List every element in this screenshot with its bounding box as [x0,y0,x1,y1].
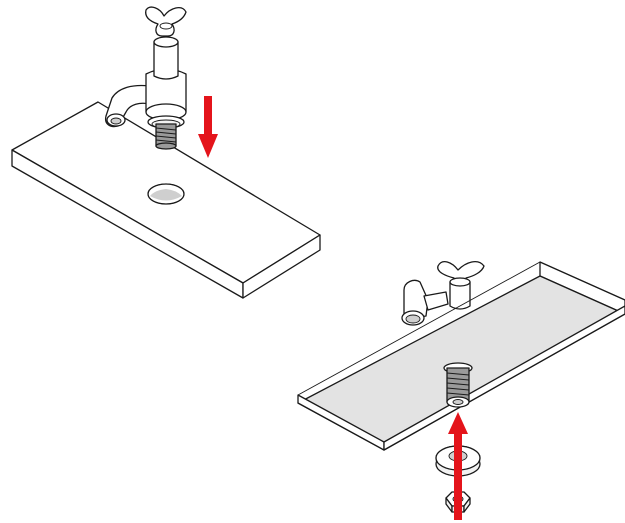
worktop-top-view [11,101,321,299]
tap-icon [104,6,187,150]
tap-top-visible [401,260,485,326]
arrow-up-icon [448,412,468,520]
step-1-top-view [11,6,321,299]
step-2-underside-view [297,260,625,520]
worktop-side-edge [242,234,321,299]
arrow-down-icon [198,96,218,158]
worktop-right-edge [383,305,625,451]
tap-shank-underside [443,362,473,408]
